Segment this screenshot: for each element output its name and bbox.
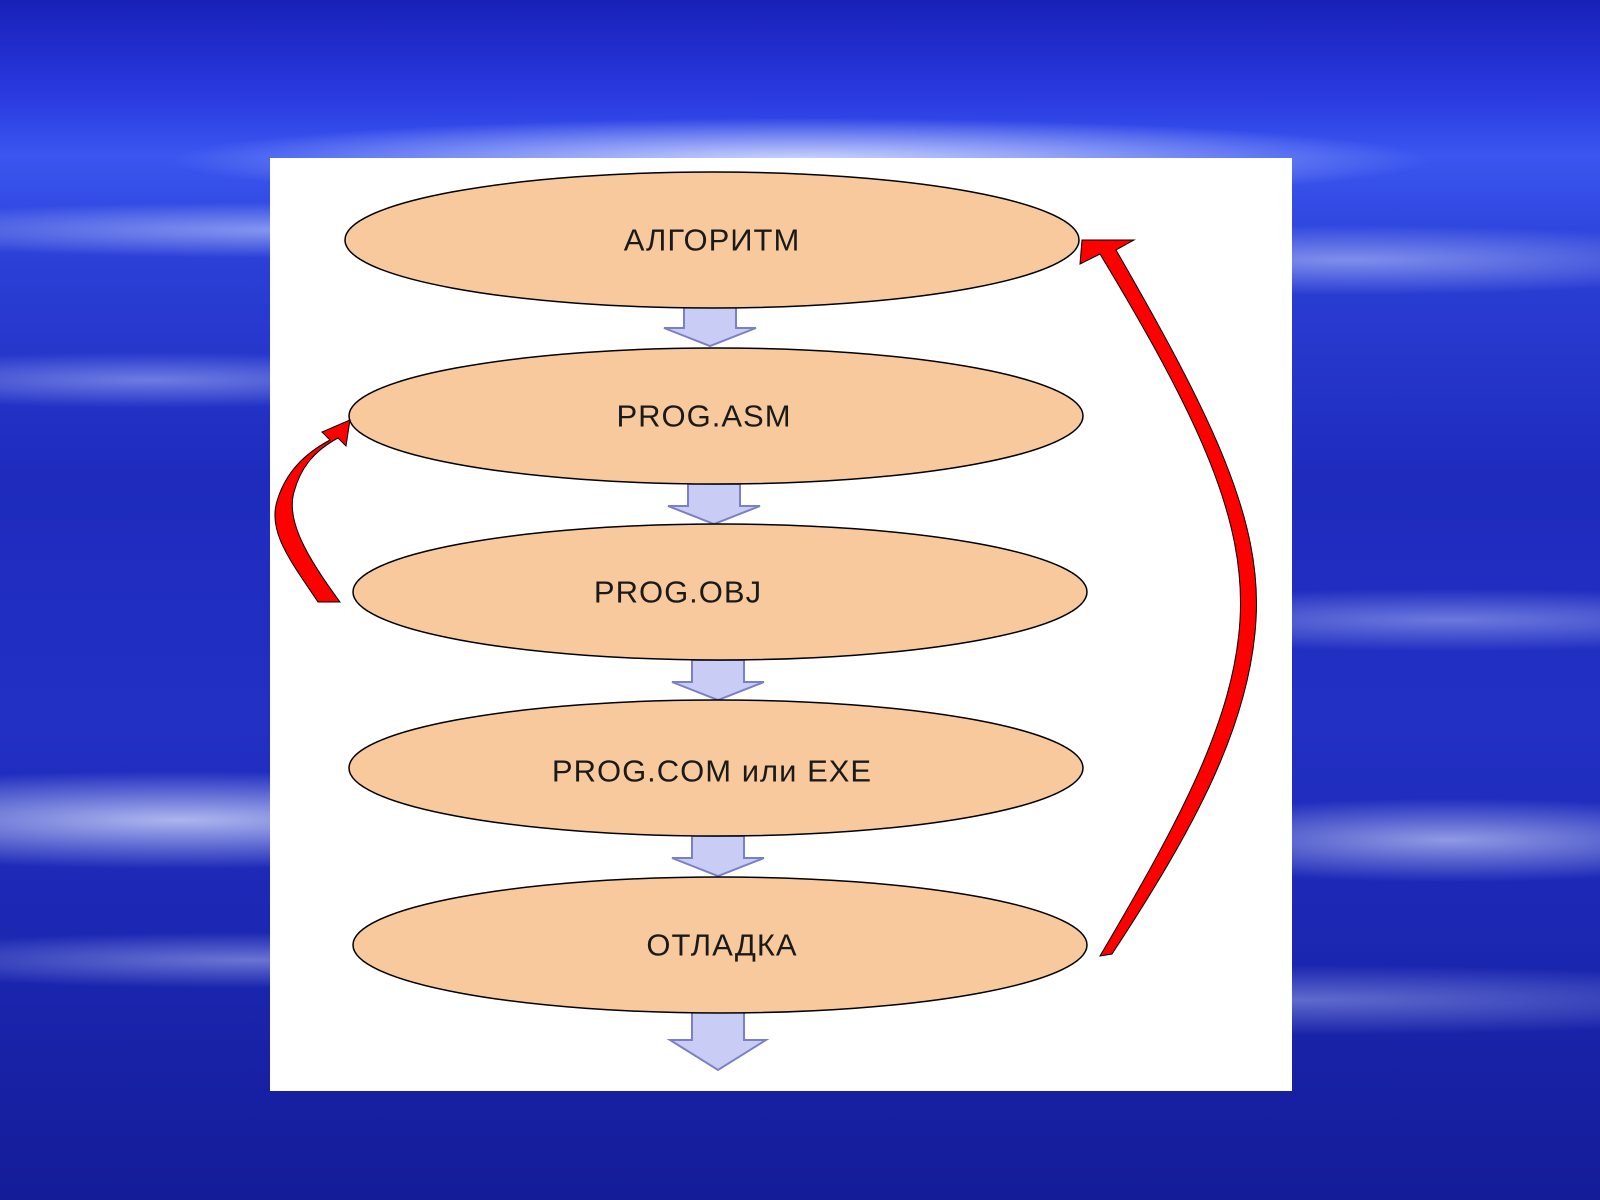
node-algorithm: АЛГОРИТМ — [344, 171, 1080, 309]
feedback-arrow-debug-to-algorithm — [1079, 239, 1257, 957]
node-obj-label: PROG.OBJ — [594, 575, 762, 610]
flow-arrow-obj-to-exe — [671, 659, 765, 702]
node-obj: PROG.OBJ — [352, 523, 1088, 661]
node-asm-label: PROG.ASM — [616, 399, 791, 434]
node-exe-label: PROG.COM или EXE — [552, 754, 872, 789]
flow-arrow-algorithm-to-asm — [663, 305, 757, 348]
flow-arrow-exe-to-debug — [671, 835, 765, 878]
node-asm: PROG.ASM — [348, 347, 1084, 485]
node-debug: ОТЛАДКА — [352, 876, 1088, 1014]
node-exe: PROG.COM или EXE — [348, 699, 1084, 837]
node-debug-label: ОТЛАДКА — [646, 928, 797, 963]
flow-arrow-asm-to-obj — [667, 483, 761, 526]
feedback-arrow-obj-to-asm — [274, 419, 351, 603]
node-algorithm-label: АЛГОРИТМ — [624, 223, 801, 258]
flow-arrow-debug-to-output — [666, 1011, 770, 1072]
